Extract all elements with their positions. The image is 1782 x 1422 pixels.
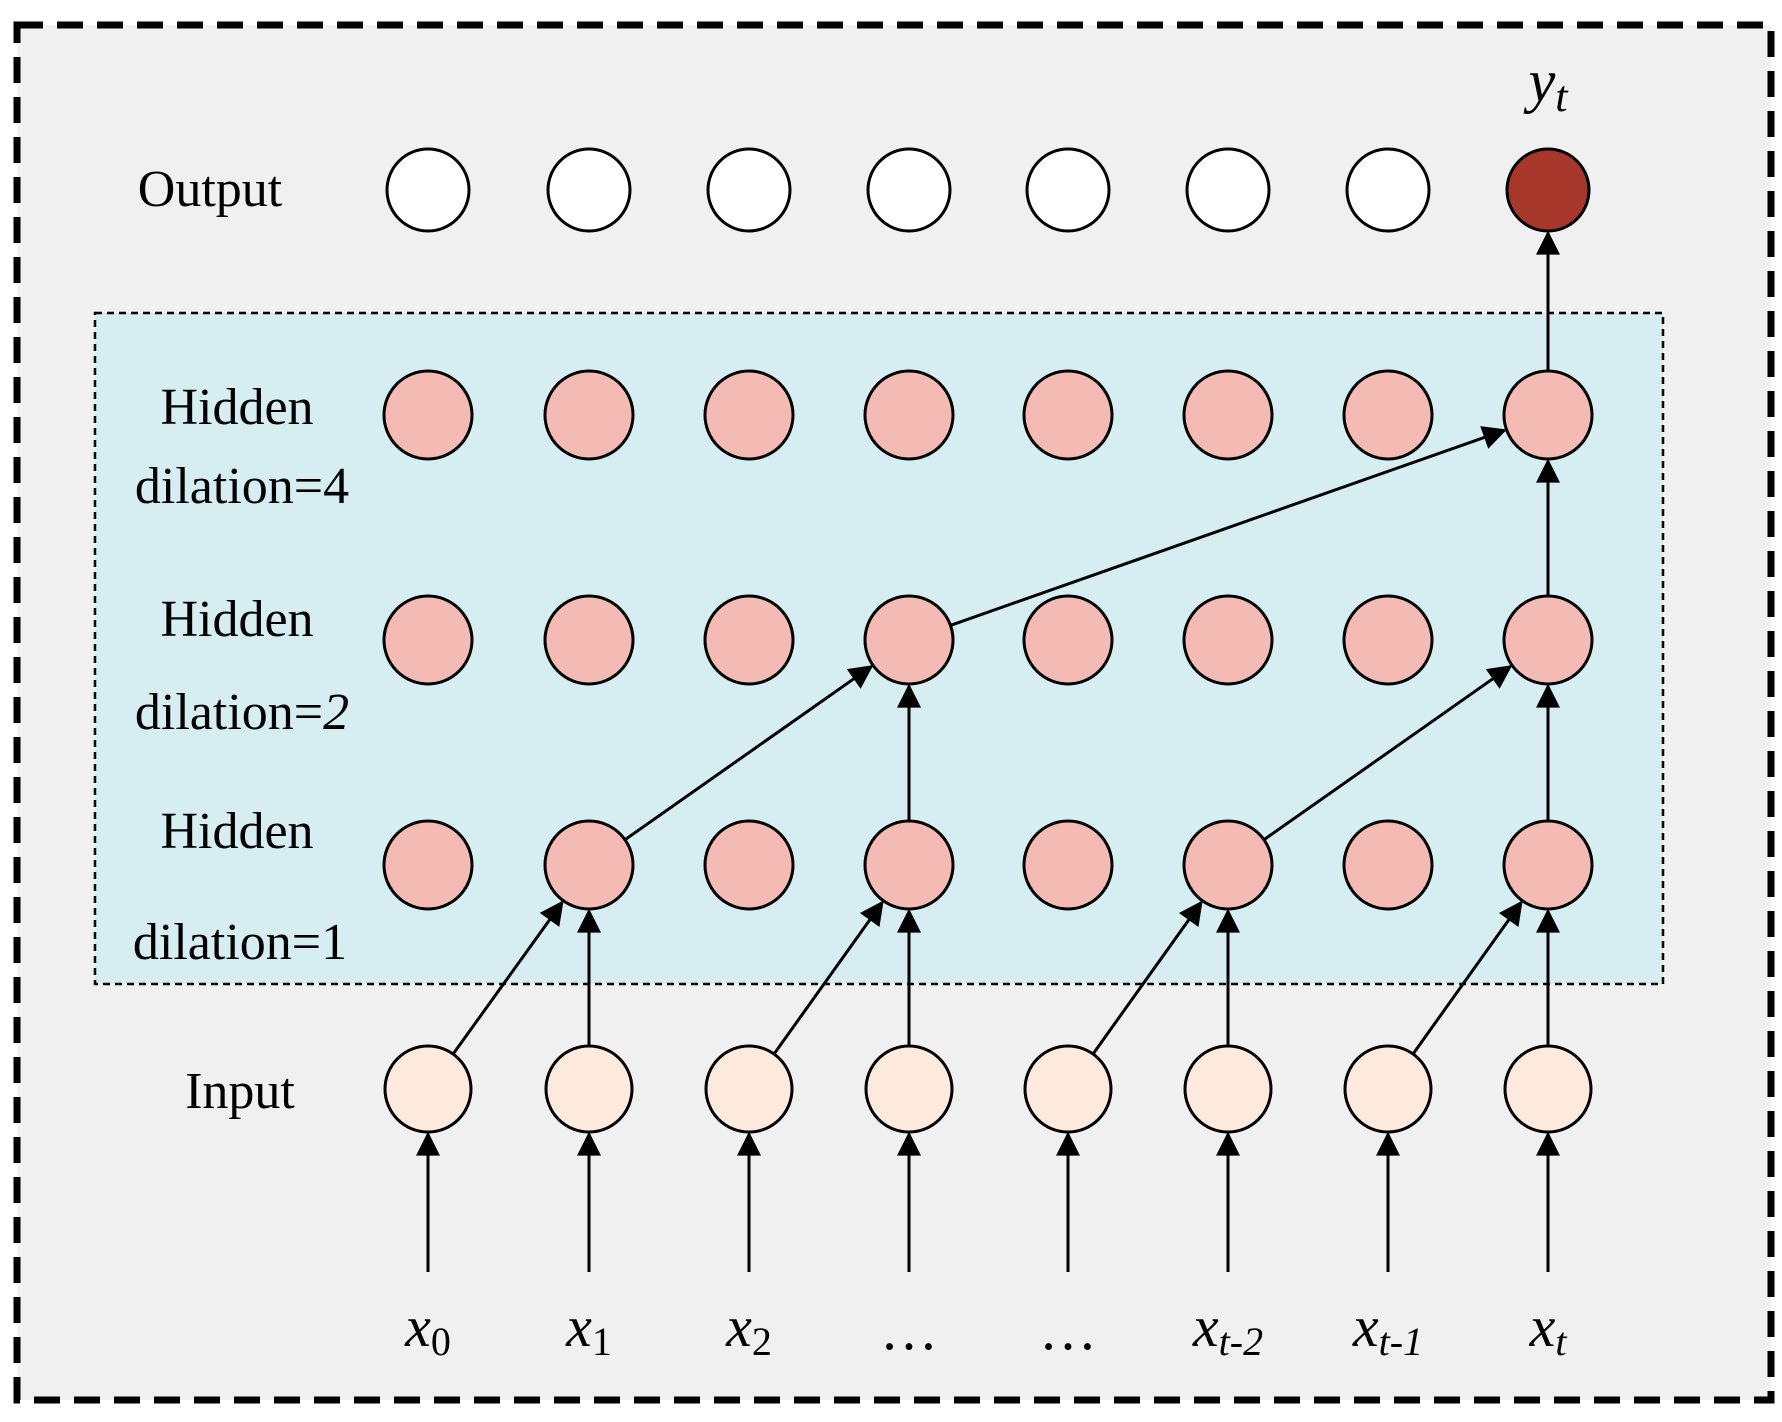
nodes-group xyxy=(382,147,1594,1134)
dilation-value: 2 xyxy=(323,684,350,741)
input-node xyxy=(383,1044,473,1134)
hidden-node xyxy=(703,819,795,911)
input-label-base: x xyxy=(566,1294,592,1359)
dilation-value: 4 xyxy=(323,458,350,515)
input-label-base: x xyxy=(1529,1294,1556,1359)
input-node xyxy=(704,1044,794,1134)
input-node xyxy=(544,1044,634,1134)
connection-arrow xyxy=(1412,900,1523,1055)
hidden-node xyxy=(863,594,955,686)
hidden-node xyxy=(1182,594,1274,686)
hidden-node xyxy=(1502,819,1594,911)
connection-arrow xyxy=(773,900,884,1055)
input-label-base: … xyxy=(1039,1297,1097,1362)
hidden-node xyxy=(1022,819,1114,911)
input-label-subscript: t xyxy=(1555,1319,1567,1364)
hidden-node xyxy=(382,819,474,911)
input-label-5: xt-2 xyxy=(1193,1298,1263,1362)
hidden-node xyxy=(1342,594,1434,686)
hidden-node xyxy=(863,819,955,911)
output-node xyxy=(1185,147,1271,233)
output-node xyxy=(1025,147,1111,233)
input-label-3: … xyxy=(880,1301,938,1359)
input-label-base: x xyxy=(1352,1294,1379,1359)
output-highlight-node xyxy=(1505,147,1591,233)
hidden-node xyxy=(382,369,474,461)
input-node xyxy=(864,1044,954,1134)
input-label-base: … xyxy=(880,1297,938,1362)
hidden-node xyxy=(863,369,955,461)
dilation-prefix: dilation= xyxy=(134,684,324,741)
output-row-label: Output xyxy=(137,161,283,218)
hidden4-label-line1: Hidden xyxy=(160,379,314,436)
input-label-7: xt xyxy=(1530,1298,1567,1362)
hidden2-label-line2: dilation=2 xyxy=(135,687,349,739)
input-label-subscript: 0 xyxy=(430,1319,451,1364)
hidden-node xyxy=(1182,819,1274,911)
input-row-label: Input xyxy=(185,1063,295,1120)
hidden2-label-line1: Hidden xyxy=(160,591,314,648)
hidden-node xyxy=(1502,594,1594,686)
hidden-node xyxy=(543,369,635,461)
hidden-node xyxy=(703,369,795,461)
dilation-value: 1 xyxy=(321,914,348,971)
connection-arrow xyxy=(452,900,564,1055)
input-label-1: x1 xyxy=(566,1298,612,1362)
y-base: y xyxy=(1528,48,1556,114)
connection-arrow xyxy=(624,665,874,841)
arrows-group xyxy=(416,230,1560,1272)
input-label-2: x2 xyxy=(726,1298,772,1362)
input-label-0: x0 xyxy=(405,1298,451,1362)
hidden-node xyxy=(1342,819,1434,911)
input-label-subscript: 1 xyxy=(591,1319,612,1364)
input-node xyxy=(1183,1044,1273,1134)
y-subscript: t xyxy=(1555,72,1568,121)
output-node xyxy=(706,147,792,233)
output-node xyxy=(1345,147,1431,233)
input-label-base: x xyxy=(405,1294,431,1359)
connection-arrow xyxy=(950,426,1507,627)
input-label-subscript: t-2 xyxy=(1218,1319,1264,1364)
input-node xyxy=(1343,1044,1433,1134)
hidden-node xyxy=(1022,594,1114,686)
output-node xyxy=(385,147,471,233)
output-node xyxy=(546,147,632,233)
hidden-node xyxy=(382,594,474,686)
connection-arrow xyxy=(1092,900,1203,1055)
hidden-node xyxy=(1502,369,1594,461)
dilation-prefix: dilation= xyxy=(132,914,322,971)
input-node xyxy=(1023,1044,1113,1134)
hidden-node xyxy=(543,594,635,686)
connection-arrow xyxy=(1263,665,1513,841)
hidden-node xyxy=(543,819,635,911)
hidden1-label-line1: Hidden xyxy=(160,803,314,860)
input-label-6: xt-1 xyxy=(1353,1298,1423,1362)
hidden1-label-line2: dilation=1 xyxy=(133,917,347,969)
input-label-base: x xyxy=(726,1294,752,1359)
input-label-subscript: t-1 xyxy=(1378,1319,1424,1364)
hidden-node xyxy=(1182,369,1274,461)
input-node xyxy=(1503,1044,1593,1134)
hidden-node xyxy=(1342,369,1434,461)
input-label-base: x xyxy=(1192,1294,1219,1359)
input-label-subscript: 2 xyxy=(751,1319,772,1364)
hidden-node xyxy=(703,594,795,686)
hidden4-label-line2: dilation=4 xyxy=(135,461,349,513)
input-label-4: … xyxy=(1039,1301,1097,1359)
output-node xyxy=(866,147,952,233)
hidden-node xyxy=(1022,369,1114,461)
output-value-label: yt xyxy=(1529,51,1568,119)
dilation-prefix: dilation= xyxy=(134,458,324,515)
